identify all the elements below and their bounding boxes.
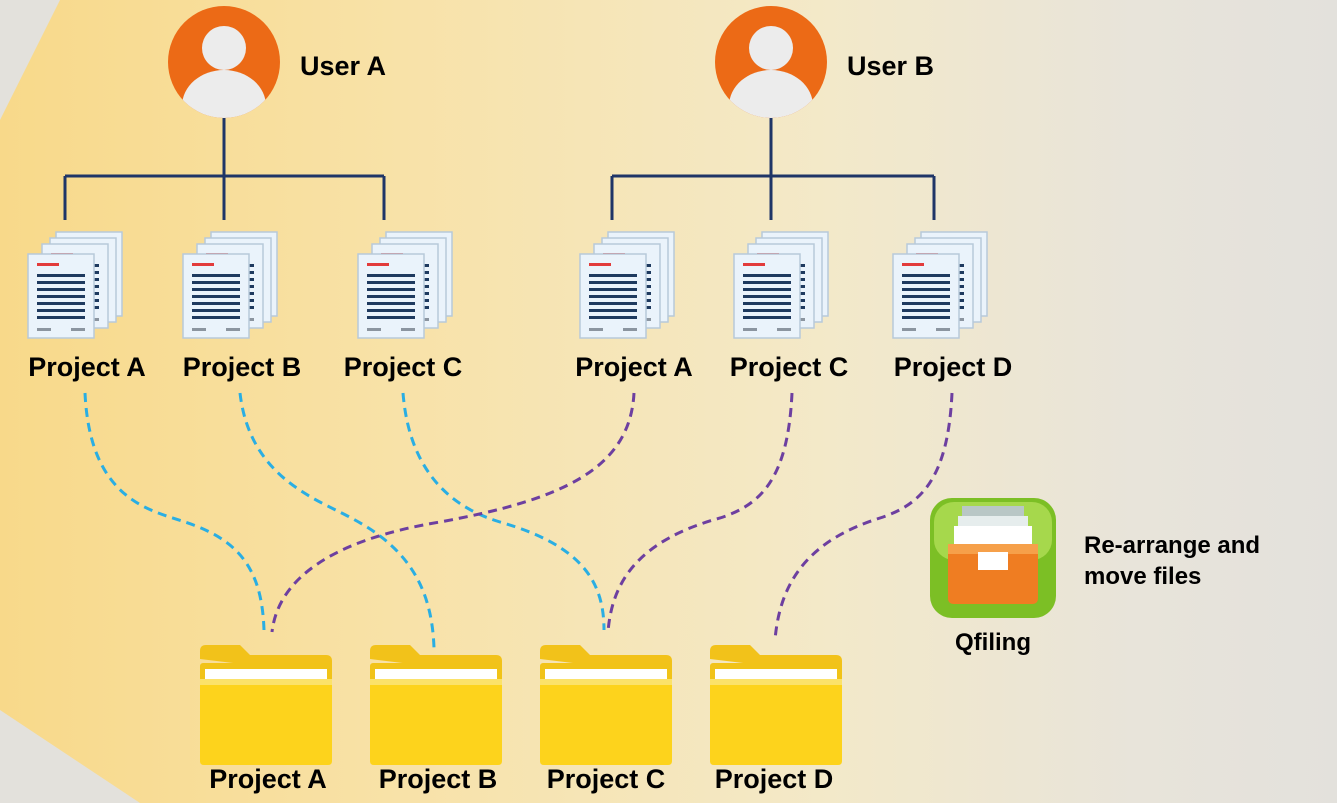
- doc-stack-icon: [358, 232, 452, 338]
- doc-stack-icon: [734, 232, 828, 338]
- user-b-links: [270, 392, 954, 641]
- folder-label: Project A: [209, 764, 327, 794]
- folder-icon: [540, 645, 672, 765]
- qfiling-description-line1: Re-arrange and: [1084, 532, 1261, 559]
- user-a-tree-lines: [63, 118, 386, 220]
- folder-label: Project C: [546, 764, 666, 794]
- user-a-label: User A: [300, 51, 387, 81]
- user-a-links: [83, 392, 606, 649]
- doc-stack-icon: [580, 232, 674, 338]
- qfiling-app-icon: [930, 498, 1056, 618]
- qfiling-app-name: Qfiling: [955, 629, 1031, 656]
- user-b-label: User B: [847, 51, 935, 81]
- folder-label: Project B: [378, 764, 498, 794]
- doc-stack-icon: [893, 232, 987, 338]
- qfiling-description-line2: move files: [1084, 563, 1202, 590]
- folder-icon: [370, 645, 502, 765]
- user-b-project-label: Project A: [575, 352, 693, 382]
- doc-stack-icon: [28, 232, 122, 338]
- doc-stack-icon: [183, 232, 277, 338]
- user-b-project-label: Project D: [893, 352, 1013, 382]
- folder-icon: [200, 645, 332, 765]
- folder-icon: [710, 645, 842, 765]
- user-b-project-label: Project C: [729, 352, 849, 382]
- user-b-tree-lines: [610, 118, 936, 220]
- user-a-project-label: Project B: [182, 352, 302, 382]
- folder-label: Project D: [714, 764, 834, 794]
- user-a-project-label: Project A: [28, 352, 146, 382]
- user-a-project-label: Project C: [343, 352, 463, 382]
